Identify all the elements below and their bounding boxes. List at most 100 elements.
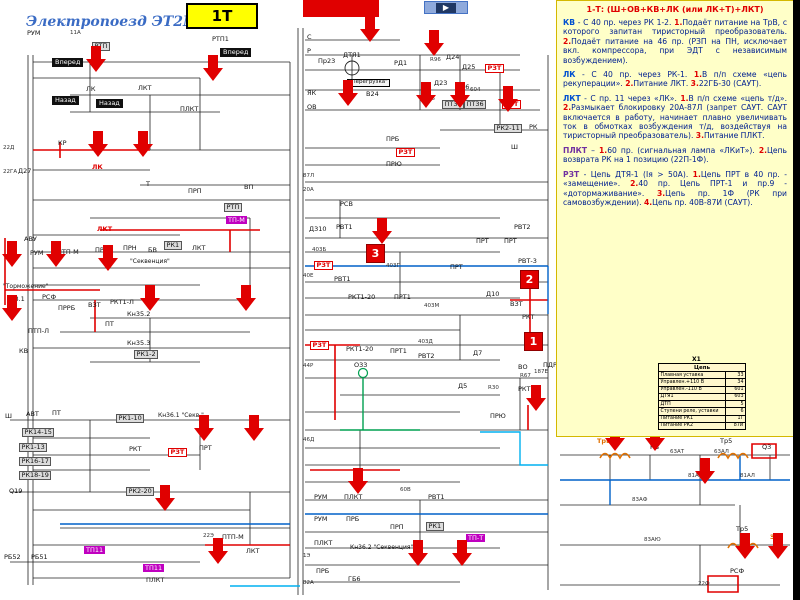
schematic-label: РЗТ: [485, 64, 504, 73]
x1-circuit-name: ДТП: [658, 400, 726, 409]
schematic-label: Ш: [5, 412, 12, 420]
schematic-label: РКТ1-20: [346, 345, 374, 353]
schematic-label: 403Г: [386, 263, 400, 269]
schematic-label: ДТЯ1: [343, 51, 361, 59]
schematic-label: ПТП-Л: [28, 327, 49, 335]
schematic-label: ЛКТ: [246, 547, 260, 555]
schematic-label: ПРТ1: [394, 293, 411, 301]
schematic-label: R30: [488, 385, 499, 391]
step-marker-2: 2: [520, 270, 539, 289]
schematic-label: ПТП-М: [222, 533, 244, 541]
schematic-label: АВУ: [24, 235, 37, 243]
schematic-label: Кн36.1 "Секв.": [158, 412, 204, 419]
schematic-label: АВТ: [26, 410, 39, 418]
schematic-label: ОВ: [307, 103, 317, 111]
schematic-label: В24: [366, 90, 379, 98]
schematic-label: ПРРБ: [58, 304, 76, 312]
schematic-label: ПРБ: [386, 135, 400, 143]
schematic-label: РЗТ: [314, 261, 333, 270]
x1-circuit-name: Питание РК1: [658, 414, 726, 423]
schematic-label: 22Э: [203, 533, 214, 539]
schematic-label: 22ГА: [3, 169, 18, 175]
schematic-label: Тр5: [736, 525, 749, 533]
schematic-label: ПРН: [123, 244, 137, 252]
schematic-label: ПРБ: [316, 567, 330, 575]
schematic-label: РК1: [164, 241, 182, 250]
schematic-label: 83АЮ: [644, 537, 661, 543]
schematic-label: 40Е: [303, 273, 314, 279]
red-arrow-icon: [155, 485, 175, 511]
schematic-label: "Секвенция": [130, 258, 170, 265]
schematic-label: Д7: [473, 349, 483, 357]
schematic-label: Назад: [96, 99, 123, 108]
schematic-label: Назад: [52, 96, 79, 105]
schematic-label: РВТ-3: [518, 257, 537, 265]
x1-wire-number: 1Г: [725, 414, 746, 423]
schematic-label: 1Э: [303, 553, 311, 559]
schematic-label: РКТ: [129, 445, 142, 453]
schematic-label: ПРТ1: [390, 347, 407, 355]
schematic-label: РЗТ: [396, 148, 415, 157]
slide-title: Электропоезд ЭТ2М.: [26, 14, 204, 30]
x1-wire-number: 601: [725, 385, 746, 394]
schematic-label: ЛКТ: [192, 244, 206, 252]
annotation-section: ЛК - С 40 пр. через РК-1. 1.В п/п схеме …: [563, 70, 787, 89]
play-icon: ▶: [435, 2, 457, 13]
schematic-label: В8.1: [10, 295, 25, 303]
schematic-label: 81АЛ: [740, 473, 755, 479]
nav-widget[interactable]: ▶: [424, 1, 468, 14]
schematic-label: ПЛКТ: [180, 105, 199, 113]
schematic-label: ПРЮ: [386, 160, 402, 168]
schematic-label: РУМ: [27, 29, 41, 37]
schematic-label: РТП1: [212, 35, 229, 43]
schematic-label: 11А: [70, 30, 81, 36]
schematic-label: ВЗТ: [88, 301, 101, 309]
red-arrow-icon: [360, 16, 380, 42]
schematic-label: Д10: [486, 290, 500, 298]
schematic-label: 187Е: [534, 369, 548, 375]
schematic-label: Кн36.2 "Секвенция": [350, 544, 414, 551]
red-arrow-icon: [133, 131, 153, 157]
schematic-label: РК18-19: [19, 471, 52, 480]
schematic-label: ПЛКТ: [344, 493, 363, 501]
schematic-label: РУМ: [314, 515, 328, 523]
schematic-label: ПТП-М: [57, 248, 79, 256]
x1-circuit-name: Управлен.-110 В: [658, 385, 726, 394]
schematic-label: РВТ1: [336, 223, 353, 231]
schematic-label: РБ52: [4, 553, 21, 561]
red-arrow-icon: [498, 86, 518, 112]
schematic-label: ЛК: [86, 85, 96, 93]
red-arrow-icon: [98, 245, 118, 271]
schematic-label: РВТ1: [334, 275, 351, 283]
schematic-label: РУМ: [314, 493, 328, 501]
schematic-label: РЗТ: [310, 341, 329, 350]
schematic-label: 22Ф: [698, 581, 710, 587]
schematic-label: РСВ: [340, 200, 353, 208]
schematic-label: ЯК: [307, 89, 317, 97]
x1-circuit-name: Плавная уставка: [658, 371, 726, 380]
x1-wire-number: 5: [725, 400, 746, 409]
train-section-label: 1Т: [186, 3, 258, 29]
schematic-label: РК2-11: [494, 124, 523, 133]
schematic-label: С: [307, 33, 312, 41]
schematic-label: Пр23: [318, 57, 336, 65]
x1-circuit-name: ДТЯ1: [658, 392, 726, 402]
schematic-label: РК1: [426, 522, 444, 531]
red-arrow-icon: [735, 533, 755, 559]
schematic-label: 60В: [400, 487, 411, 493]
schematic-label: ВЗТ: [510, 300, 523, 308]
schematic-label: 604: [470, 87, 481, 93]
schematic-label: РК: [529, 123, 538, 131]
schematic-label: ТрВ: [597, 437, 612, 445]
schematic-label: ПРБ: [346, 515, 360, 523]
schematic-label: 403Д: [418, 339, 433, 345]
schematic-label: ПРТ: [199, 444, 212, 452]
annotation-title: 1-Т: (Ш+ОВ+КВ+ЛК (или ЛК+Т)+ЛКТ): [586, 5, 764, 14]
schematic-label: Т: [146, 180, 150, 188]
